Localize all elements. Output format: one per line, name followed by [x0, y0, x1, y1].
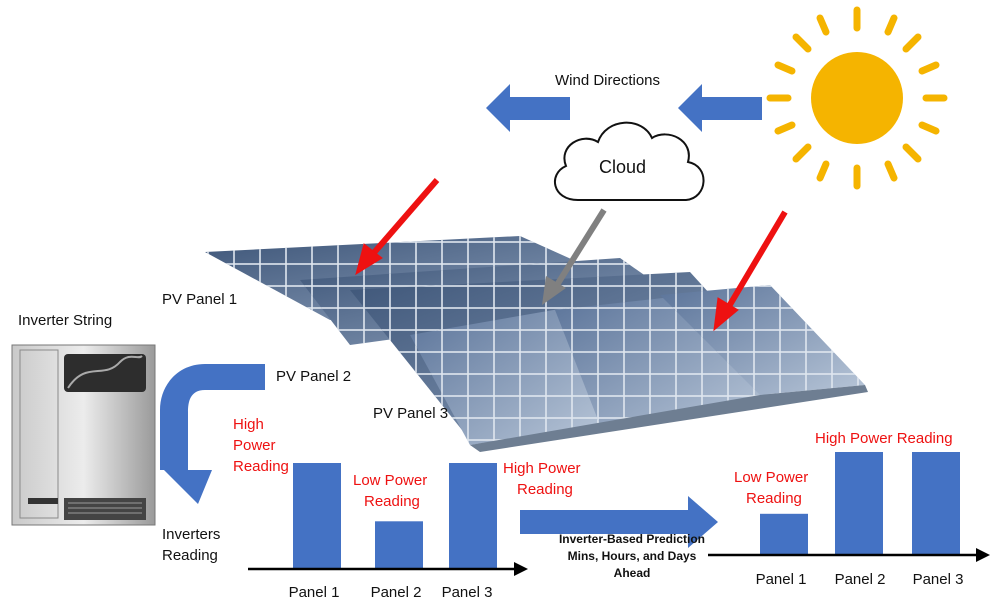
- reading-label: Reading: [162, 547, 218, 564]
- predicted-high-label: High Power Reading: [815, 430, 953, 447]
- sun-icon: [766, 6, 948, 190]
- low-power-line2: Reading: [364, 493, 420, 510]
- pv-panel-1-label: PV Panel 1: [162, 291, 238, 308]
- current-readings-chart: Panel 1 Panel 2 Panel 3: [248, 463, 528, 601]
- bar-panel-2: [375, 521, 423, 569]
- x-axis-arrowhead: [976, 548, 990, 562]
- bar-panel-2: [835, 452, 883, 555]
- tick-label-panel-3: Panel 3: [442, 584, 493, 601]
- inverter-string-title: Inverter String: [18, 312, 113, 329]
- prediction-line2: Mins, Hours, and Days: [567, 549, 697, 563]
- predicted-readings-chart: Panel 1 Panel 2 Panel 3: [708, 452, 990, 588]
- high-power-right-line2: Reading: [517, 481, 573, 498]
- high-power-left-line2: Power: [233, 437, 276, 454]
- prediction-line3: Ahead: [613, 566, 651, 580]
- tick-label-panel-2: Panel 2: [835, 571, 886, 588]
- bar-panel-1: [293, 463, 341, 569]
- tick-label-panel-1: Panel 1: [289, 584, 340, 601]
- bar-panel-3: [449, 463, 497, 569]
- prediction-arrow: [520, 496, 718, 548]
- pv-panel-3-label: PV Panel 3: [373, 405, 449, 422]
- tick-label-panel-3: Panel 3: [913, 571, 964, 588]
- high-power-left-line3: Reading: [233, 458, 289, 475]
- sunlight-arrows: [355, 178, 788, 332]
- high-power-right-line1: High Power: [503, 460, 581, 477]
- prediction-line1: Inverter-Based Prediction: [558, 532, 706, 546]
- pv-panel-2-label: PV Panel 2: [276, 368, 352, 385]
- x-axis-arrowhead: [514, 562, 528, 576]
- cloud-icon: [554, 121, 705, 201]
- wind-directions-label: Wind Directions: [555, 72, 661, 89]
- predicted-low-line1: Low Power: [734, 469, 809, 486]
- bar-panel-3: [912, 452, 960, 555]
- high-power-left-line1: High: [233, 416, 264, 433]
- low-power-line1: Low Power: [353, 472, 428, 489]
- inverters-label: Inverters: [162, 526, 221, 543]
- predicted-low-line2: Reading: [746, 490, 802, 507]
- curved-flow-arrow: [160, 364, 265, 504]
- wind-arrow-left: [486, 84, 570, 132]
- inverter-image: [11, 344, 156, 526]
- tick-label-panel-1: Panel 1: [756, 571, 807, 588]
- cloud-shadow-arrow: [542, 208, 607, 305]
- cloud-label: Cloud: [599, 157, 647, 177]
- solar-panel-array: [205, 236, 868, 452]
- bar-panel-1: [760, 513, 808, 555]
- wind-arrow-right: [678, 84, 762, 132]
- tick-label-panel-2: Panel 2: [371, 584, 422, 601]
